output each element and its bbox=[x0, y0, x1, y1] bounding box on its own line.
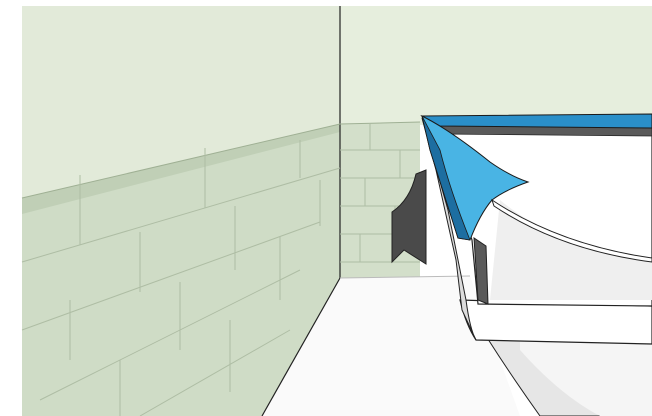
bathtub-rim-front bbox=[460, 300, 652, 344]
blue-tape-top bbox=[422, 114, 652, 128]
right-wall-upper bbox=[340, 6, 652, 128]
